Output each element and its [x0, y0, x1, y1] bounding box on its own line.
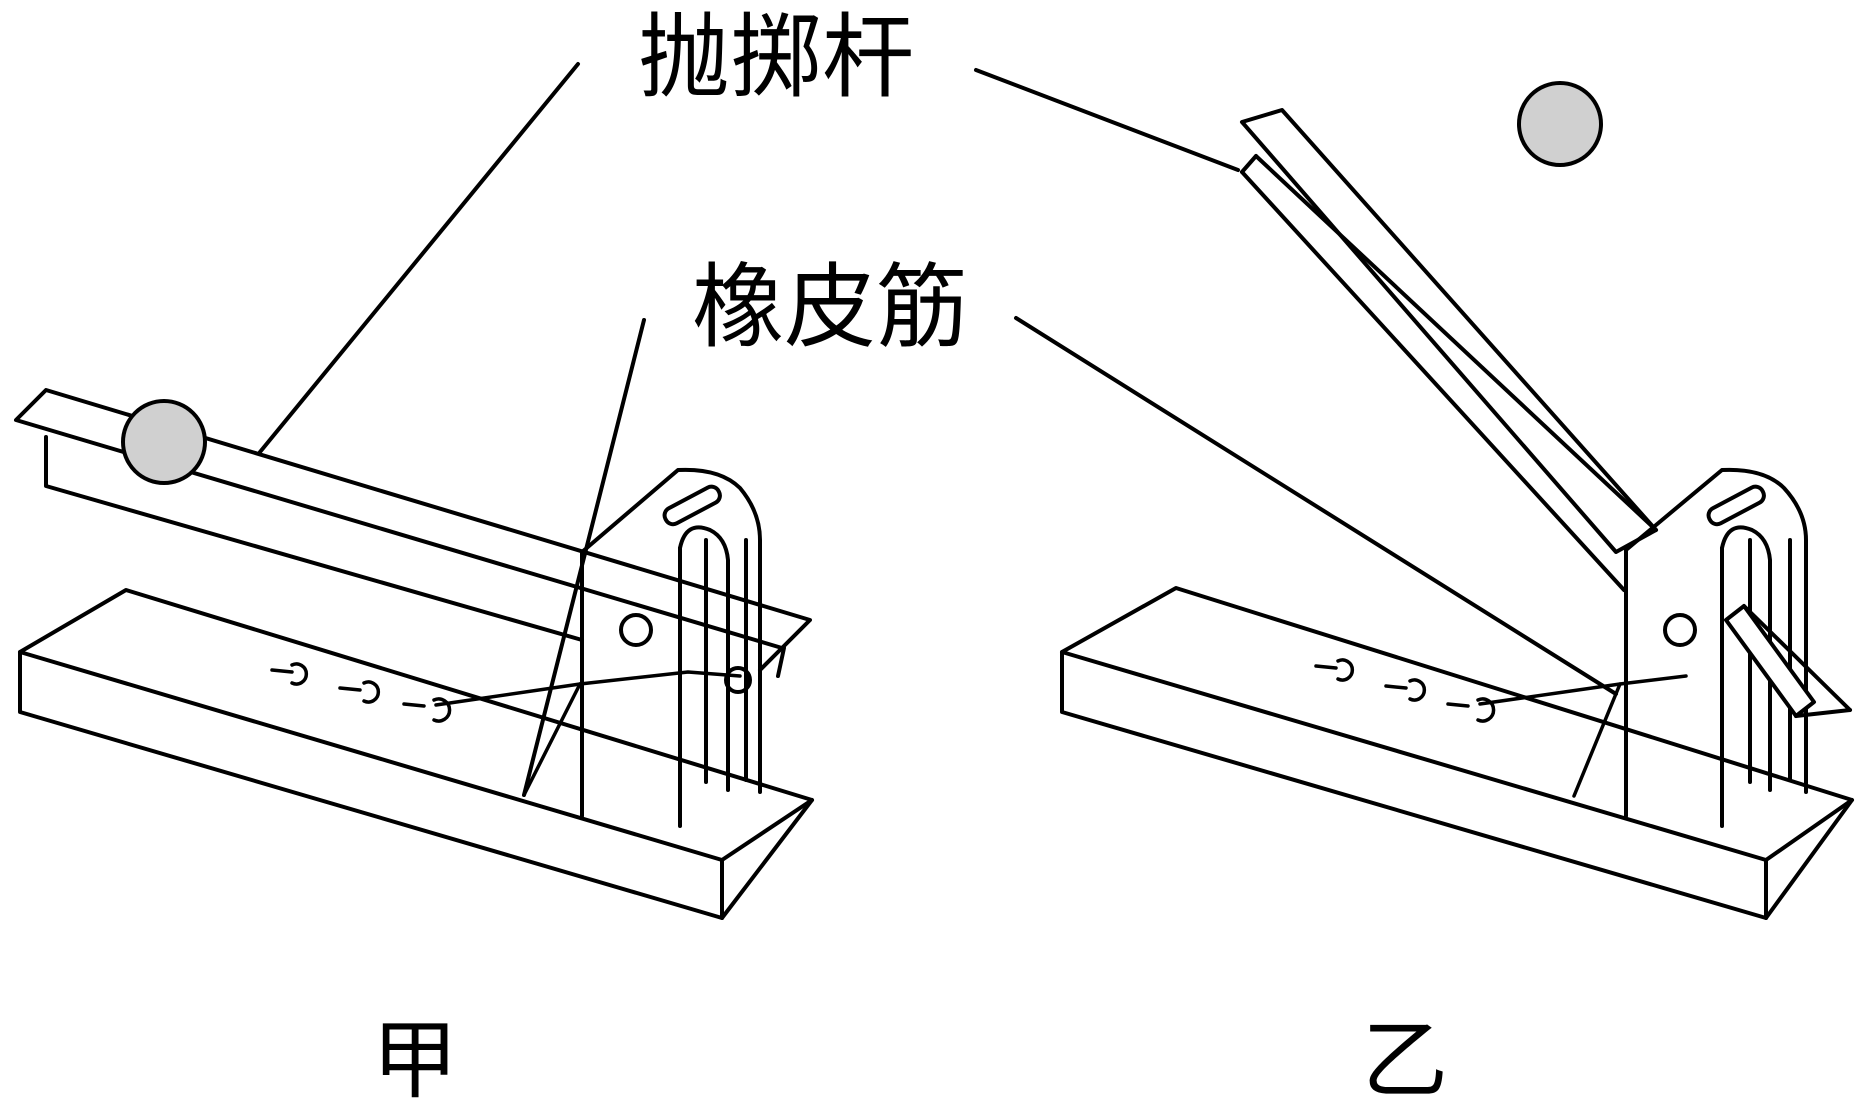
ball-left — [121, 399, 207, 485]
hooks-left — [270, 662, 452, 723]
base-board-right — [1060, 586, 1854, 920]
label-rubber-band: 橡皮筋 — [692, 254, 969, 361]
rubber-band-left — [434, 670, 742, 797]
frame-upright-left — [580, 467, 762, 828]
label-throwing-arm: 抛掷杆 — [638, 4, 915, 111]
leader-arm-right — [974, 68, 1240, 172]
throwing-arm-right — [1240, 108, 1658, 592]
hooks-right — [1314, 658, 1496, 723]
rear-brace-right — [1724, 604, 1852, 718]
catapult-right — [974, 68, 1854, 920]
leader-band-right — [1014, 316, 1618, 696]
leader-band-left — [522, 318, 646, 797]
caption-right: 乙 — [1362, 1011, 1448, 1111]
caption-left: 甲 — [372, 1011, 458, 1111]
throwing-arm-left — [14, 388, 812, 678]
rubber-band-right — [1478, 674, 1688, 798]
catapult-left — [14, 62, 814, 920]
leader-arm-left — [258, 62, 580, 454]
base-board-left — [18, 588, 814, 920]
ball-right — [1517, 81, 1603, 167]
